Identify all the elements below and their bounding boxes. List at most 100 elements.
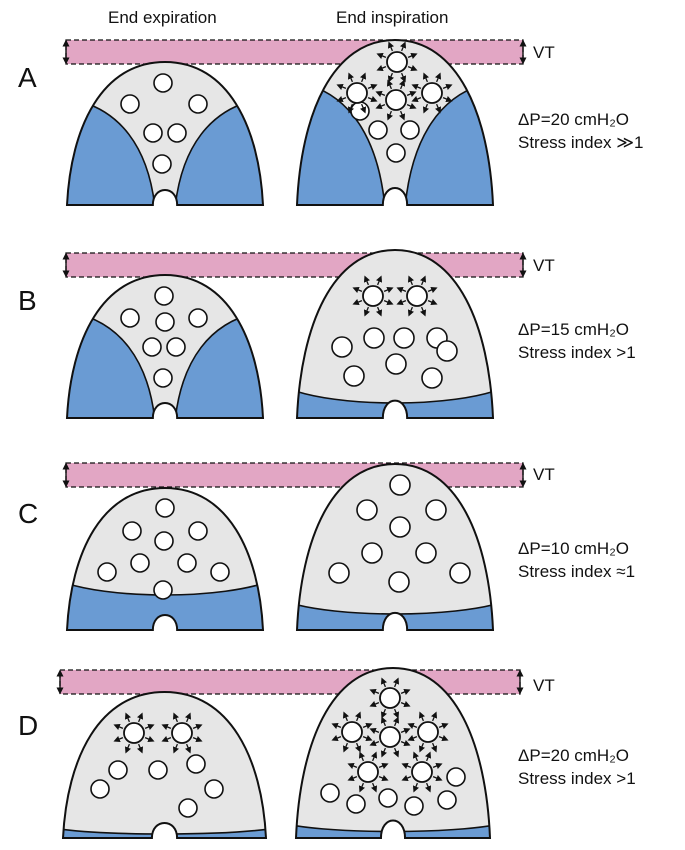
stressed-alveolus-a-3-arrow [442, 83, 453, 90]
stressed-alveolus-a-0-arrow [376, 52, 387, 59]
alveolus-d-exp-4 [204, 779, 224, 799]
stressed-alveolus-a-1-arrow [360, 103, 367, 114]
stressed-alveolus-d-5-arrow [432, 762, 443, 769]
stressed-alveolus-d-2-circle [379, 726, 401, 748]
stressed-alveolus-a-0-arrow [387, 72, 394, 83]
lung-d-ins [294, 666, 492, 839]
stressed-alveolus-a-2 [375, 79, 417, 121]
stressed-alveolus-d-1-arrow [355, 742, 362, 753]
panel-label-d: D [18, 710, 39, 741]
stressed-alveolus-d-0-arrow [369, 701, 380, 708]
stress-index-label-c: Stress index ≈1 [518, 562, 636, 581]
stressed-alveolus-d-exp-1-arrow [192, 723, 203, 730]
stressed-alveolus-d-3-circle [417, 721, 439, 743]
lung-outline-a-exp [65, 60, 265, 206]
stressed-alveolus-d-5-arrow [401, 762, 412, 769]
header-end-inspiration: End inspiration [336, 8, 449, 27]
stressed-alveolus-d-4-arrow [347, 775, 358, 782]
stressed-alveolus-d-1-circle [341, 721, 363, 743]
stressed-alveolus-d-2-arrow [400, 727, 411, 734]
lung-b-exp [65, 273, 265, 419]
tidal-volume-bar-d [56, 669, 524, 695]
alveolus-b-exp-5 [166, 337, 186, 357]
stressed-alveolus-a-2-circle [385, 89, 407, 111]
alveolus-c-ins-8 [388, 571, 410, 593]
lung-outline-c-exp [65, 486, 265, 631]
stressed-alveolus-a-0-arrow [407, 52, 418, 59]
stressed-alveolus-d-5-arrow [432, 775, 443, 782]
stressed-alveolus-d-0-arrow [400, 701, 411, 708]
stressed-alveolus-a-3 [411, 72, 453, 114]
alveolus-d-ins-2 [346, 794, 366, 814]
stressed-alveolus-b-0-arrow [383, 299, 394, 306]
stressed-alveolus-d-2-arrow [369, 727, 380, 734]
alveolus-d-ins-0 [446, 767, 466, 787]
stressed-alveolus-b-1-arrow [427, 286, 438, 293]
lung-outline-b-exp [65, 273, 265, 419]
alveolus-b-exp-4 [142, 337, 162, 357]
stressed-alveolus-a-2-arrow [406, 90, 417, 97]
stressed-alveolus-d-0 [369, 677, 411, 719]
stressed-alveolus-b-1-circle [406, 285, 428, 307]
stressed-alveolus-d-3-arrow [431, 711, 438, 722]
stress-index-label-b: Stress index >1 [518, 343, 636, 362]
alveolus-b-ins-7 [421, 367, 443, 389]
stressed-alveolus-d-2-arrow [393, 716, 400, 727]
stressed-alveolus-d-4-arrow [371, 751, 378, 762]
stressed-alveolus-d-4-arrow [347, 762, 358, 769]
alveolus-c-ins-5 [415, 542, 437, 564]
stressed-alveolus-d-5-circle [411, 761, 433, 783]
stressed-alveolus-d-exp-0-arrow [124, 743, 131, 754]
panel-c-notes: ΔP=10 cmH₂O Stress index ≈1 [518, 537, 635, 583]
stressed-alveolus-d-0-circle [379, 687, 401, 709]
panel-a-notes: ΔP=20 cmH₂O Stress index ≫1 [518, 108, 644, 154]
stressed-alveolus-d-1-arrow [342, 742, 349, 753]
stressed-alveolus-d-3-arrow [407, 735, 418, 742]
alveolus-a-exp-0 [153, 73, 173, 93]
alveolus-c-ins-2 [425, 499, 447, 521]
stressed-alveolus-d-4 [347, 751, 389, 793]
stressed-alveolus-d-0-arrow [380, 677, 387, 688]
pressure-label-a: ΔP=20 cmH₂O [518, 110, 630, 129]
vt-label-a: VT [533, 43, 555, 62]
alveolus-a-exp-1 [120, 94, 140, 114]
alveolus-d-ins-3 [378, 788, 398, 808]
stressed-alveolus-a-2-arrow [386, 79, 393, 90]
alveolus-a-ins-2 [386, 143, 406, 163]
alveolus-d-ins-1 [320, 783, 340, 803]
stressed-alveolus-d-0-arrow [380, 708, 387, 719]
stressed-alveolus-a-2-arrow [399, 79, 406, 90]
alveolus-a-exp-4 [167, 123, 187, 143]
stressed-alveolus-d-exp-0-arrow [137, 712, 144, 723]
lung-c-exp [65, 486, 265, 631]
stressed-alveolus-b-0-arrow [383, 286, 394, 293]
alveolus-b-exp-2 [188, 308, 208, 328]
stressed-alveolus-a-1-arrow [360, 72, 367, 83]
alveolus-b-exp-0 [154, 286, 174, 306]
alveolus-b-ins-5 [343, 365, 365, 387]
lung-outline-c-ins [295, 462, 495, 631]
alveolus-c-exp-0 [155, 498, 175, 518]
stressed-alveolus-d-exp-0-arrow [137, 743, 144, 754]
stress-index-label-a: Stress index ≫1 [518, 133, 644, 152]
alveolus-c-ins-4 [361, 542, 383, 564]
stressed-alveolus-d-1-arrow [362, 722, 373, 729]
stressed-alveolus-a-1-arrow [347, 72, 354, 83]
panel-label-c: C [18, 498, 39, 529]
panel-label-a: A [18, 62, 37, 93]
tidal-volume-rect-b [65, 252, 524, 278]
stressed-alveolus-d-exp-1-arrow [185, 712, 192, 723]
lung-c-ins [295, 462, 495, 631]
vt-label-b: VT [533, 256, 555, 275]
alveolus-b-ins-1 [393, 327, 415, 349]
alveolus-a-exp-2 [188, 94, 208, 114]
stressed-alveolus-d-2 [369, 716, 411, 758]
stress-index-label-d: Stress index >1 [518, 769, 636, 788]
stressed-alveolus-d-2-arrow [380, 747, 387, 758]
stressed-alveolus-d-1-arrow [331, 722, 342, 729]
alveolus-a-ins-1 [400, 120, 420, 140]
stressed-alveolus-d-5-arrow [412, 751, 419, 762]
lung-a-ins [295, 38, 495, 206]
stressed-alveolus-d-2-arrow [380, 716, 387, 727]
